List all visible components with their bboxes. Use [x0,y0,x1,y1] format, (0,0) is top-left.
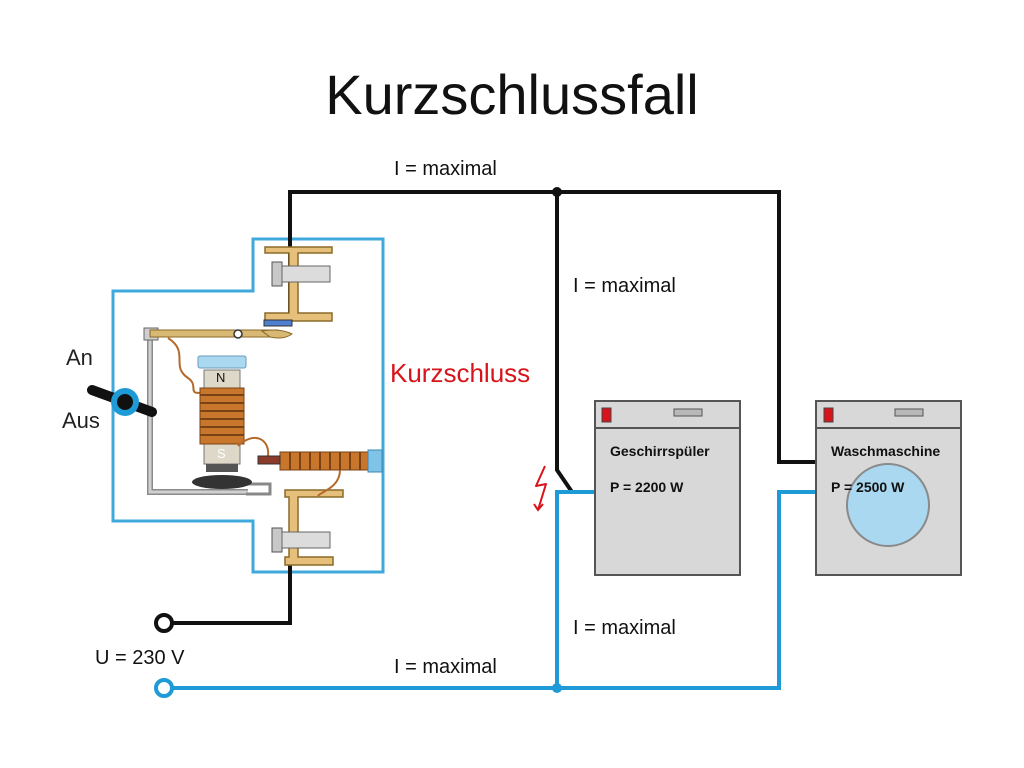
electromagnet [192,355,252,489]
phase-junction [552,187,562,197]
appliance-power-dishwasher: P = 2200 W [610,479,684,495]
thermal-wire [317,469,341,497]
appliance-washing-machine [815,400,962,576]
thermal-element [257,449,383,473]
terminal-neutral [154,678,174,698]
label-pole-south: S [217,446,226,461]
lower-contact [271,489,344,566]
appliance-name-dishwasher: Geschirrspüler [610,443,710,459]
flex-wire [167,337,206,394]
upper-contact [263,246,333,327]
label-pole-north: N [216,370,226,385]
page-title: Kurzschlussfall [325,63,699,126]
label-switch-on: An [66,345,93,370]
lightning-bolt-icon [535,465,547,511]
coil-wire [237,436,270,457]
label-short-circuit: Kurzschluss [390,358,531,388]
label-switch-off: Aus [62,408,100,433]
neutral-junction [552,683,562,693]
appliance-dishwasher [594,400,741,576]
label-current-branch-top: I = maximal [573,275,676,297]
switch-frame [143,327,272,496]
neutral-branch-wire [555,490,595,688]
lightning-bolt-tip [533,503,544,512]
label-current-top: I = maximal [394,158,497,180]
appliance-power-washing-machine: P = 2500 W [831,479,905,495]
washing-drum [846,463,930,547]
switch-knob[interactable] [87,385,157,417]
label-current-branch-bottom: I = maximal [573,617,676,639]
label-current-bottom: I = maximal [394,656,497,678]
phase-wire [288,190,816,464]
contact-arm [149,329,293,339]
label-voltage: U = 230 V [95,647,185,669]
terminal-phase [154,613,174,633]
breaker-housing [111,237,385,574]
supply-phase-wire [173,560,292,625]
appliance-name-washing-machine: Waschmaschine [831,443,941,459]
neutral-wire [173,490,816,690]
phase-branch-wire [555,192,595,494]
